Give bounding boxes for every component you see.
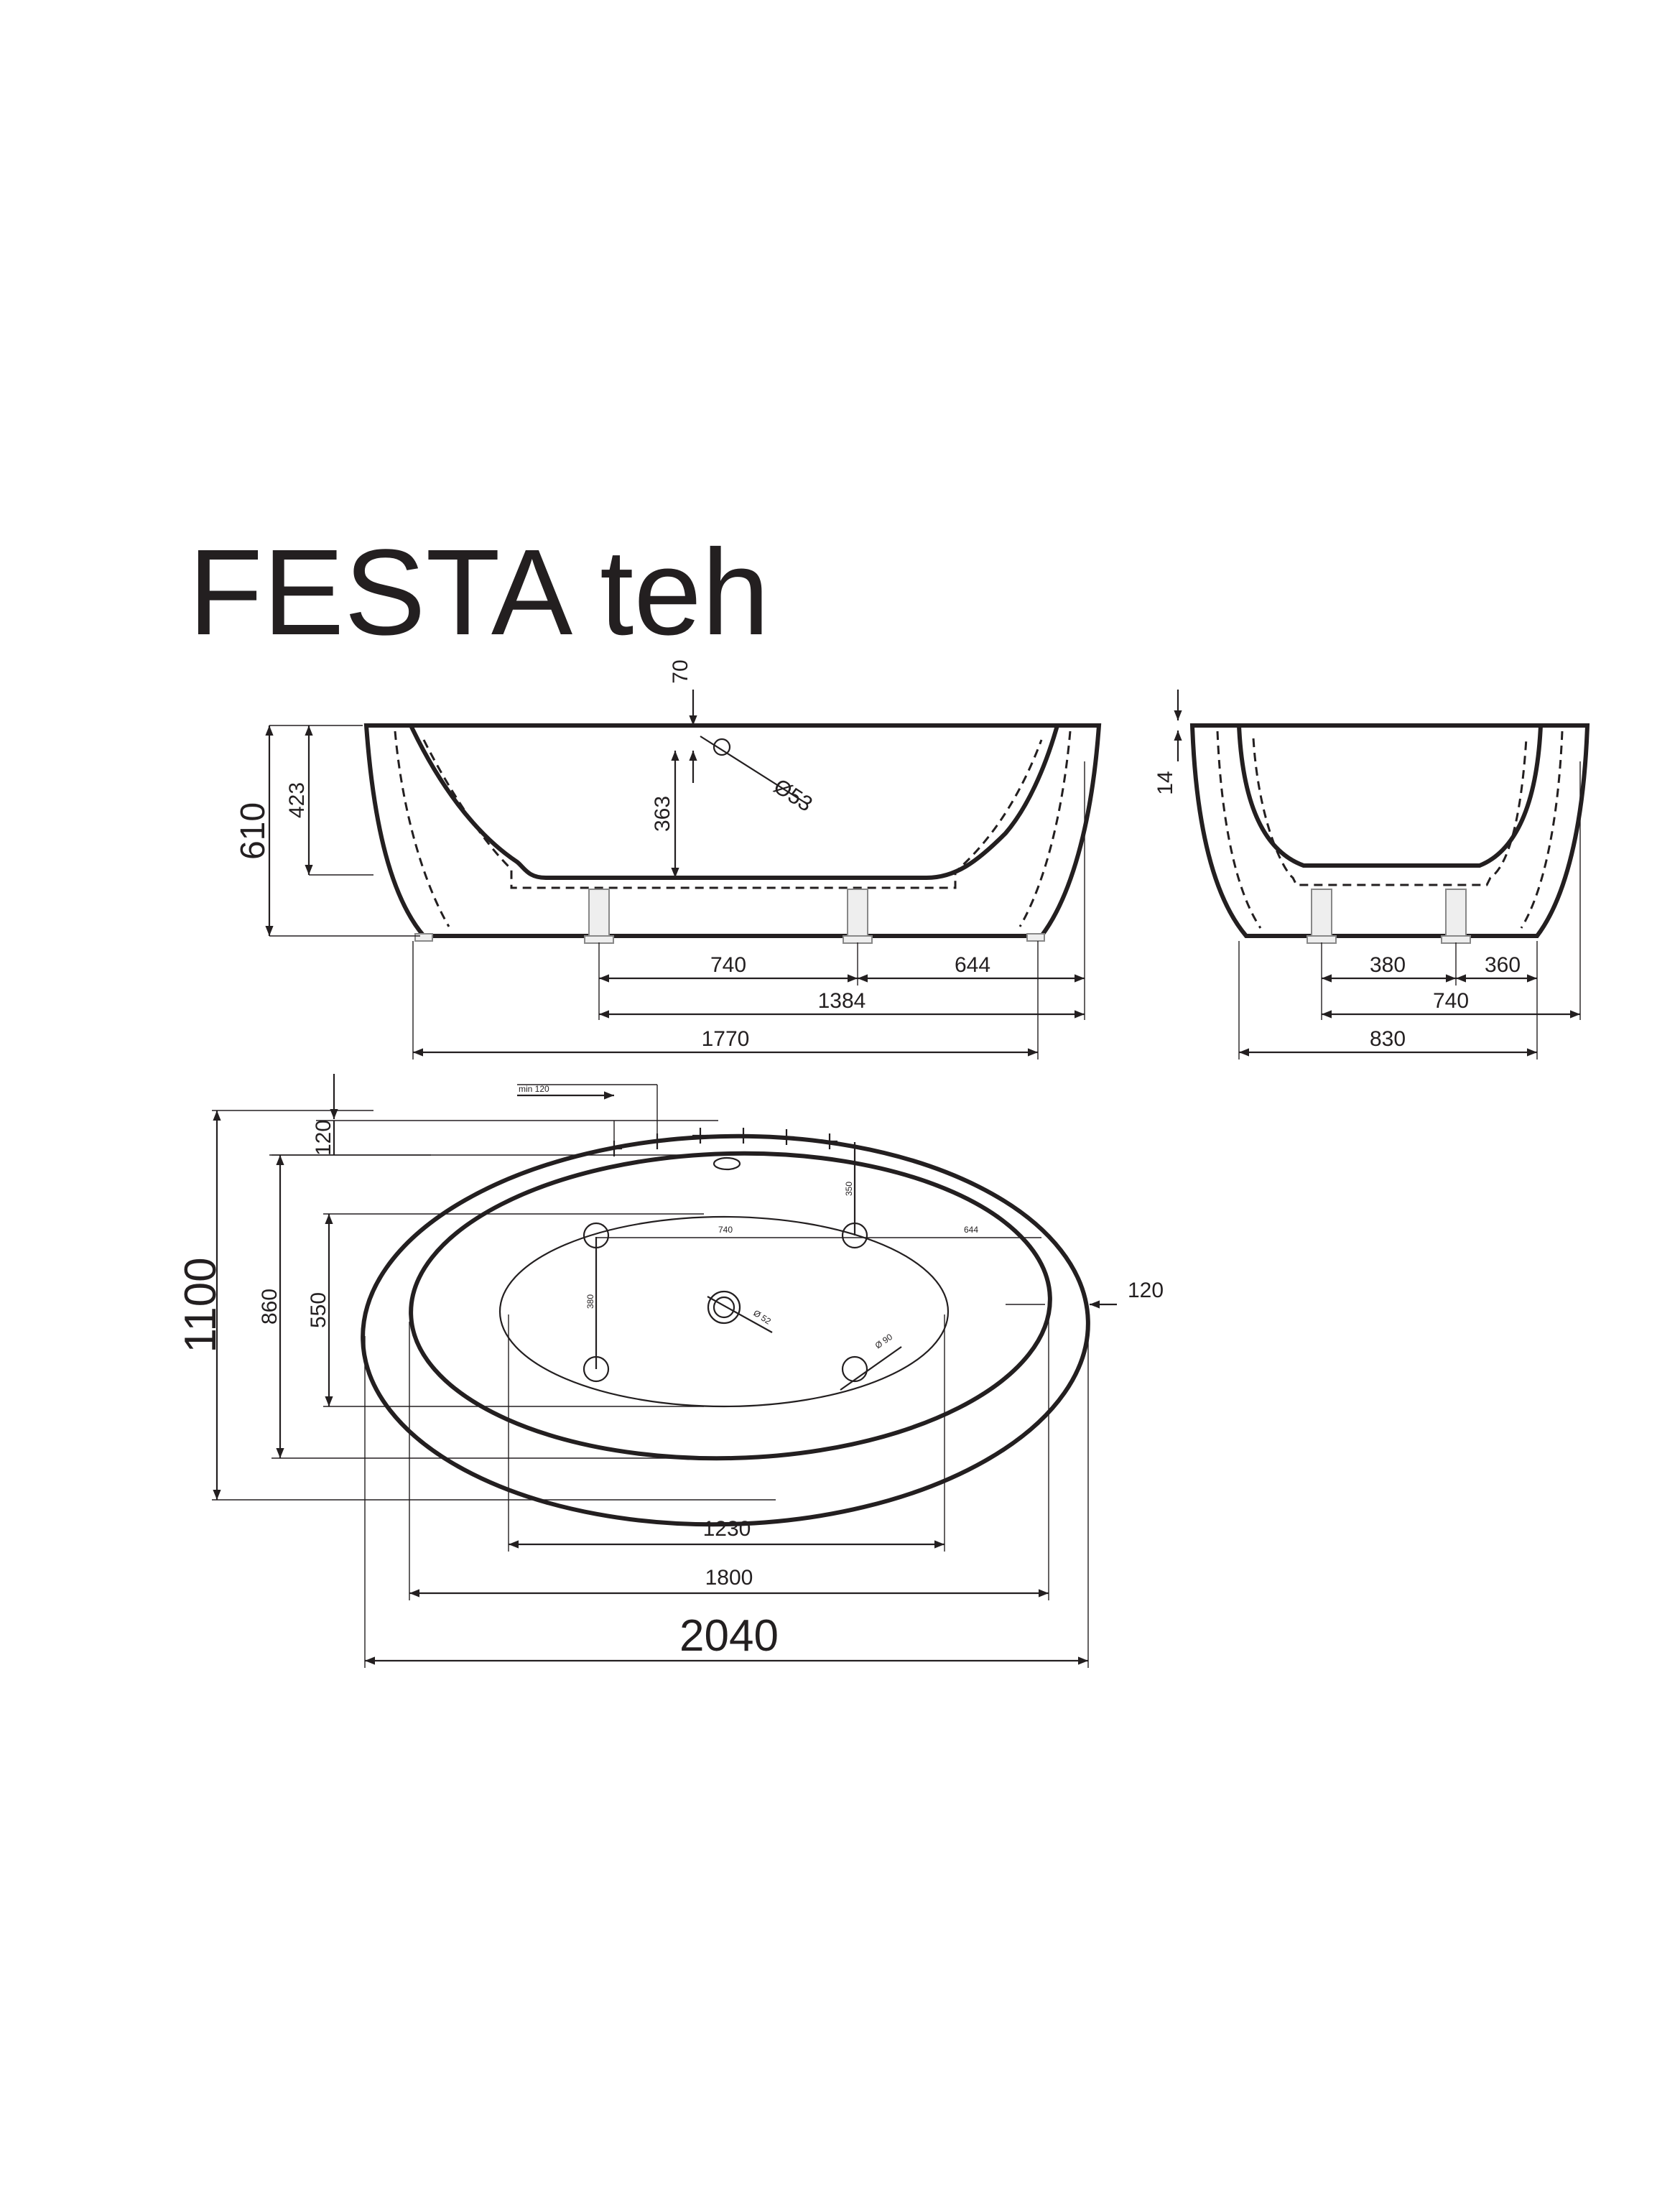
dim-leg-spacing-1: 740	[710, 953, 746, 977]
side-inner-basin	[409, 724, 1059, 880]
side-foot-right	[843, 935, 873, 944]
dim-end-rim: 14	[1154, 771, 1177, 794]
end-foot-right	[1441, 935, 1471, 944]
dim-legs-total: 1384	[818, 989, 866, 1013]
top-overflow	[713, 1156, 741, 1171]
dim-top-inner-length: 1800	[705, 1566, 753, 1590]
top-leg-4	[841, 1355, 868, 1383]
dim-side-height: 610	[234, 802, 272, 860]
side-foot-end-left	[414, 933, 433, 942]
end-leg-left	[1311, 889, 1332, 940]
dim-min-faucet: min 120	[519, 1084, 549, 1094]
overflow-hole	[713, 738, 731, 756]
dim-side-inner-height: 423	[285, 782, 309, 818]
side-foot-end-right	[1026, 933, 1045, 942]
side-leg-left	[588, 889, 610, 940]
dim-overflow-offset: 70	[669, 659, 692, 683]
dim-top-bottom-length: 1230	[703, 1517, 751, 1541]
dim-leg-diameter: Ø 90	[873, 1332, 895, 1351]
faucet-markers	[606, 1128, 837, 1156]
dim-top-bottom-width: 550	[307, 1292, 330, 1328]
dim-leg-spacing-2: 644	[955, 953, 990, 977]
side-foot-left	[584, 935, 614, 944]
top-basin-bottom	[498, 1215, 950, 1408]
top-outer-rim	[361, 1133, 1090, 1527]
dim-top-outer-length: 2040	[679, 1611, 779, 1661]
dim-top-inner-width: 860	[258, 1289, 282, 1325]
dim-faucet-offset: 350	[844, 1182, 854, 1196]
dim-end-leg-spacing-1: 380	[1370, 953, 1406, 977]
dim-drain-diameter: Ø 52	[751, 1308, 773, 1327]
end-view: 14 380 360 740 830	[1154, 690, 1590, 1059]
dim-overflow-diameter: Ø53	[769, 774, 817, 817]
dim-side-rim: 120	[1128, 1279, 1164, 1302]
dim-base-length: 1770	[702, 1027, 750, 1051]
end-leg-right	[1445, 889, 1467, 940]
top-inner-rim	[409, 1151, 1052, 1461]
end-inner-basin	[1237, 725, 1543, 868]
dim-end-base-width: 830	[1370, 1027, 1406, 1051]
dim-top-outer-width: 1100	[176, 1257, 226, 1353]
drain	[707, 1290, 741, 1325]
dim-end-legs-total: 740	[1433, 989, 1469, 1013]
dim-end-leg-spacing-2: 360	[1485, 953, 1521, 977]
dim-top-leg-x2: 644	[964, 1225, 978, 1235]
side-leg-right	[847, 889, 868, 940]
end-foot-left	[1307, 935, 1337, 944]
dim-side-depth: 363	[651, 796, 674, 832]
end-shell-dashed	[1216, 731, 1564, 929]
dim-top-rim-offset: 120	[312, 1120, 335, 1156]
dim-top-leg-x1: 740	[718, 1225, 733, 1235]
end-basin-dashed	[1252, 738, 1528, 886]
side-shell-dashed	[394, 731, 1072, 927]
side-view: 610 423 363 70 Ø53 740 644 1384 1770	[234, 659, 1102, 1059]
dim-top-leg-y: 380	[585, 1294, 595, 1309]
side-basin-dashed	[422, 739, 1043, 889]
page-title: FESTA teh	[188, 524, 769, 661]
top-view: min 120 Ø 52 Ø 90 740 644 380 350 120	[176, 1074, 1164, 1668]
end-outer-shell	[1189, 723, 1590, 938]
